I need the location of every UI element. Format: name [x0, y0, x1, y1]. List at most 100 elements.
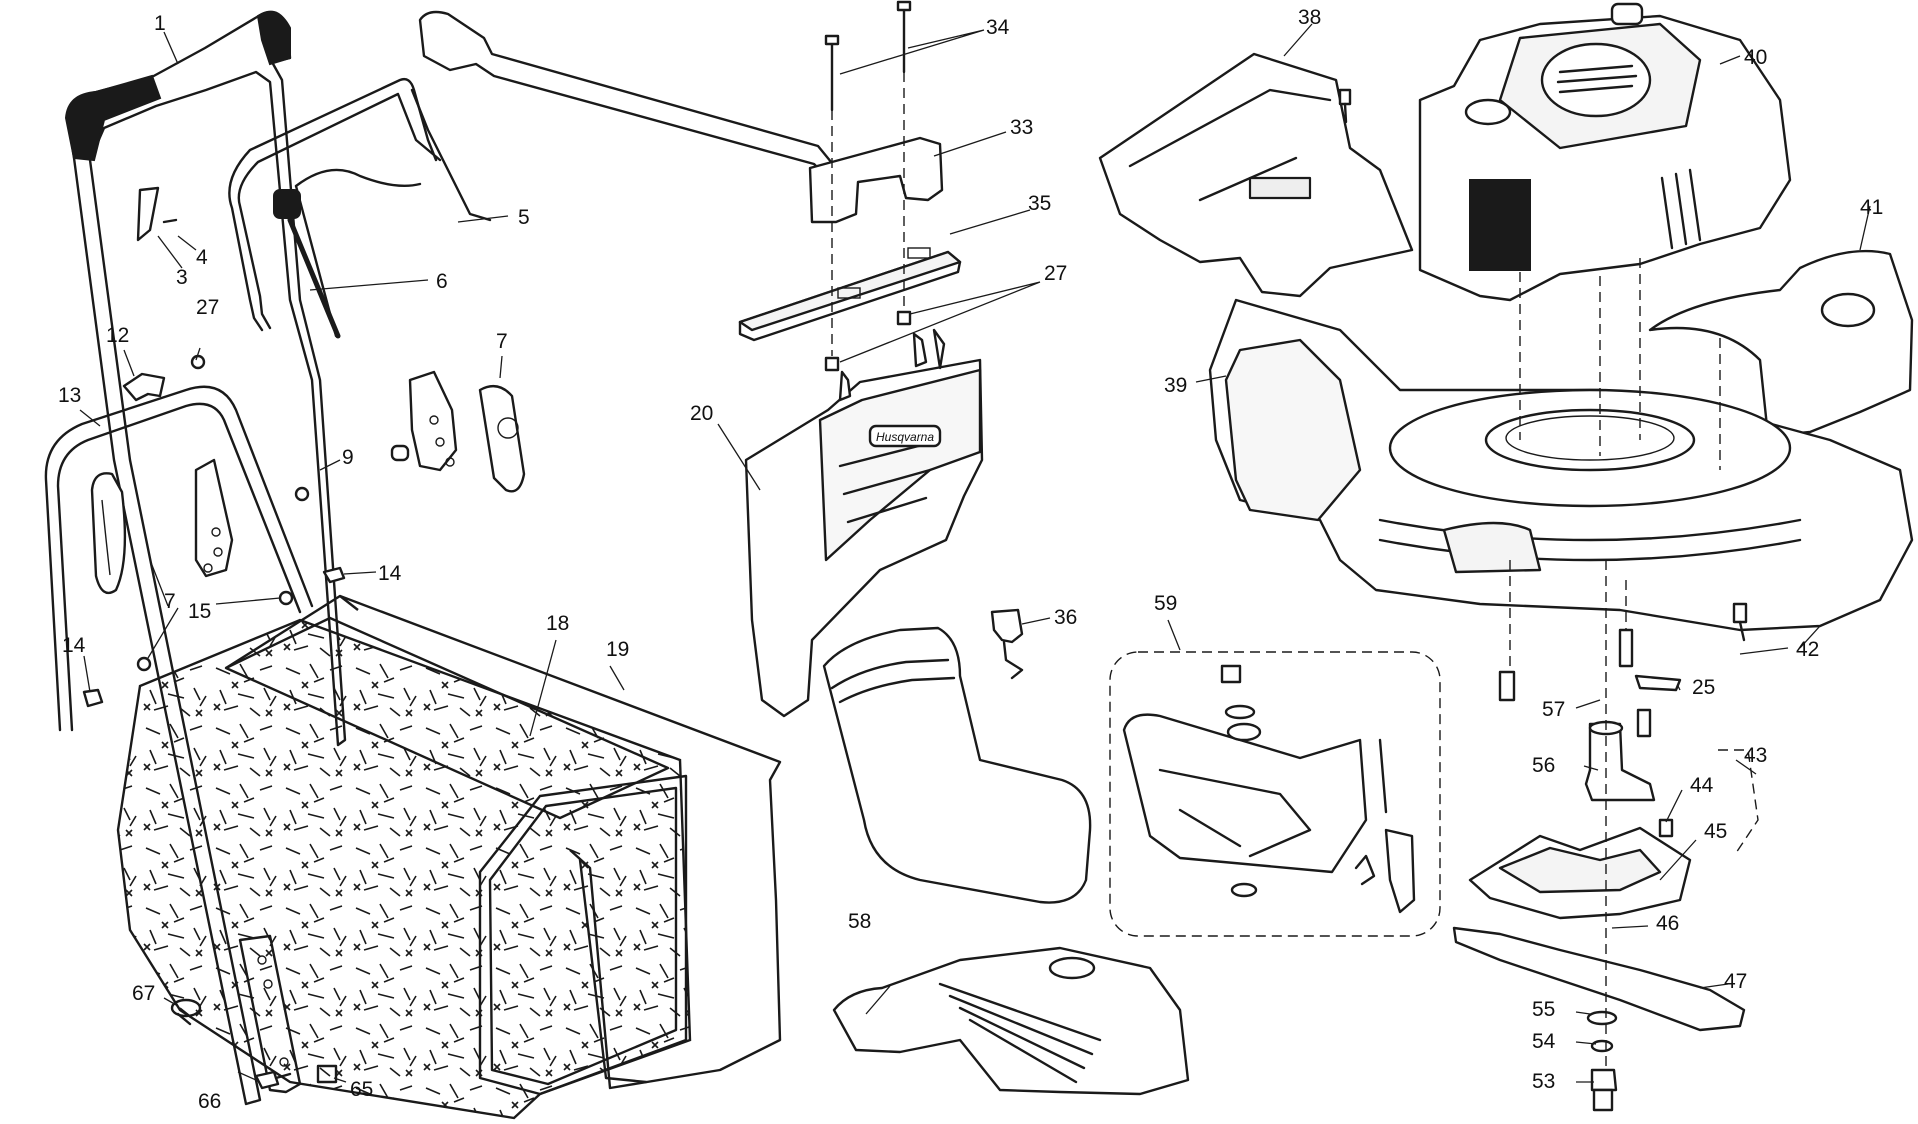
brand-badge-text: Husqvarna: [876, 430, 934, 444]
handle-block-33: [808, 136, 944, 224]
mulch-rod: [1378, 738, 1388, 814]
callout-39: 39: [1164, 374, 1187, 397]
callout-59: 59: [1154, 592, 1177, 615]
callout-34: 34: [986, 16, 1010, 39]
knob-36: [990, 608, 1024, 644]
handle-bracket-left: [194, 458, 234, 578]
callout-13: 13: [58, 384, 81, 407]
callout-36: 36: [1054, 606, 1077, 629]
bracket-25: [1634, 674, 1682, 692]
callout-41: 41: [1860, 196, 1883, 219]
callout-54: 54: [1532, 1030, 1556, 1053]
bolt-66: [254, 1070, 280, 1090]
callout-7-left: 7: [164, 590, 176, 613]
nut-27b: [896, 310, 912, 326]
mulch-lever: [1384, 828, 1416, 914]
callout-12: 12: [106, 324, 129, 347]
callout-43: 43: [1744, 744, 1767, 767]
engine-muffler: [1469, 179, 1531, 271]
callout-56: 56: [1532, 754, 1555, 777]
rear-guard-58: [832, 946, 1190, 1096]
engine-deck-assembly: [1098, 2, 1914, 1112]
callout-47: 47: [1724, 970, 1747, 993]
washer-mulch-a: [1224, 704, 1256, 720]
callout-33: 33: [1010, 116, 1033, 139]
callout-66: 66: [198, 1090, 221, 1113]
cable-sheath: [287, 217, 341, 339]
deck-cover-logo: [1820, 292, 1876, 328]
callout-46: 46: [1656, 912, 1679, 935]
grass-catcher: [116, 594, 782, 1120]
bolt-53: [1590, 1068, 1618, 1092]
callout-18: 18: [546, 612, 569, 635]
cable-clip-12: [122, 372, 166, 402]
callout-14-right: 14: [378, 562, 402, 585]
nut-15a: [294, 486, 310, 502]
callout-42: 42: [1796, 638, 1819, 661]
bracket-3: [136, 186, 160, 242]
knob-7-left: [90, 472, 127, 595]
callout-58: 58: [848, 910, 871, 933]
bag-rear-frame: [478, 774, 688, 1096]
callout-19: 19: [606, 638, 629, 661]
oil-cap: [1610, 2, 1644, 26]
blade-adapter-56: [1584, 722, 1656, 802]
callout-44: 44: [1690, 774, 1714, 797]
mount-tab-left: [838, 370, 852, 402]
leader-lines: [79, 23, 1871, 1083]
cable-clip: [273, 189, 301, 219]
lower-handle-frame: [44, 385, 314, 732]
callout-9: 9: [342, 446, 354, 469]
cover-vent: [1248, 176, 1312, 200]
nut-15b: [278, 590, 294, 606]
nut-9: [390, 444, 410, 462]
bolt-14b: [82, 688, 104, 708]
callout-45: 45: [1704, 820, 1727, 843]
mount-tab-right: [912, 332, 928, 368]
knob-7-right: [478, 384, 526, 493]
screw-44: [1658, 818, 1674, 838]
callout-27-left: 27: [196, 296, 219, 319]
brand-badge: [868, 424, 942, 448]
callout-15: 15: [188, 600, 211, 623]
callout-14-left: 14: [62, 634, 86, 657]
bag-handle: [578, 858, 648, 1084]
throttle-cable: [294, 168, 422, 338]
callout-6: 6: [436, 270, 448, 293]
callout-5: 5: [518, 206, 530, 229]
washer-54: [1590, 1039, 1614, 1053]
callout-1: 1: [154, 12, 166, 35]
callout-25: 25: [1692, 676, 1715, 699]
discharge-chute: [822, 626, 1092, 904]
fuel-cap: [1464, 98, 1512, 126]
screw-cover: [1338, 88, 1352, 106]
callout-55: 55: [1532, 998, 1555, 1021]
callout-4: 4: [196, 246, 208, 269]
callout-7-right: 7: [496, 330, 508, 353]
handle-bracket-right: [408, 370, 458, 472]
bolt-mulch: [1220, 664, 1242, 684]
rear-handle-bar: [418, 10, 838, 178]
callout-35: 35: [1028, 192, 1051, 215]
callout-57: 57: [1542, 698, 1565, 721]
handle-grip-right: [256, 11, 291, 66]
bail-lever-arm: [410, 88, 492, 222]
nut-27-left: [190, 354, 206, 370]
washer-mulch-b: [1226, 722, 1262, 742]
slot-a: [837, 287, 861, 299]
nut-27a: [824, 356, 840, 372]
deck-engine-mount: [1484, 408, 1696, 472]
bolt-25: [1618, 628, 1634, 668]
mulch-kit-59: [1109, 651, 1441, 937]
callout-40: 40: [1744, 46, 1767, 69]
callout-3: 3: [176, 266, 188, 289]
deck-opening-left: [1442, 521, 1542, 574]
callout-65: 65: [350, 1078, 373, 1101]
screw-4: [162, 218, 178, 224]
bolt-57: [1498, 670, 1516, 702]
mount-tab-top: [932, 328, 946, 370]
grass-bag-18: [116, 618, 692, 1120]
callout-38: 38: [1298, 6, 1321, 29]
guard-cap: [1048, 956, 1096, 980]
